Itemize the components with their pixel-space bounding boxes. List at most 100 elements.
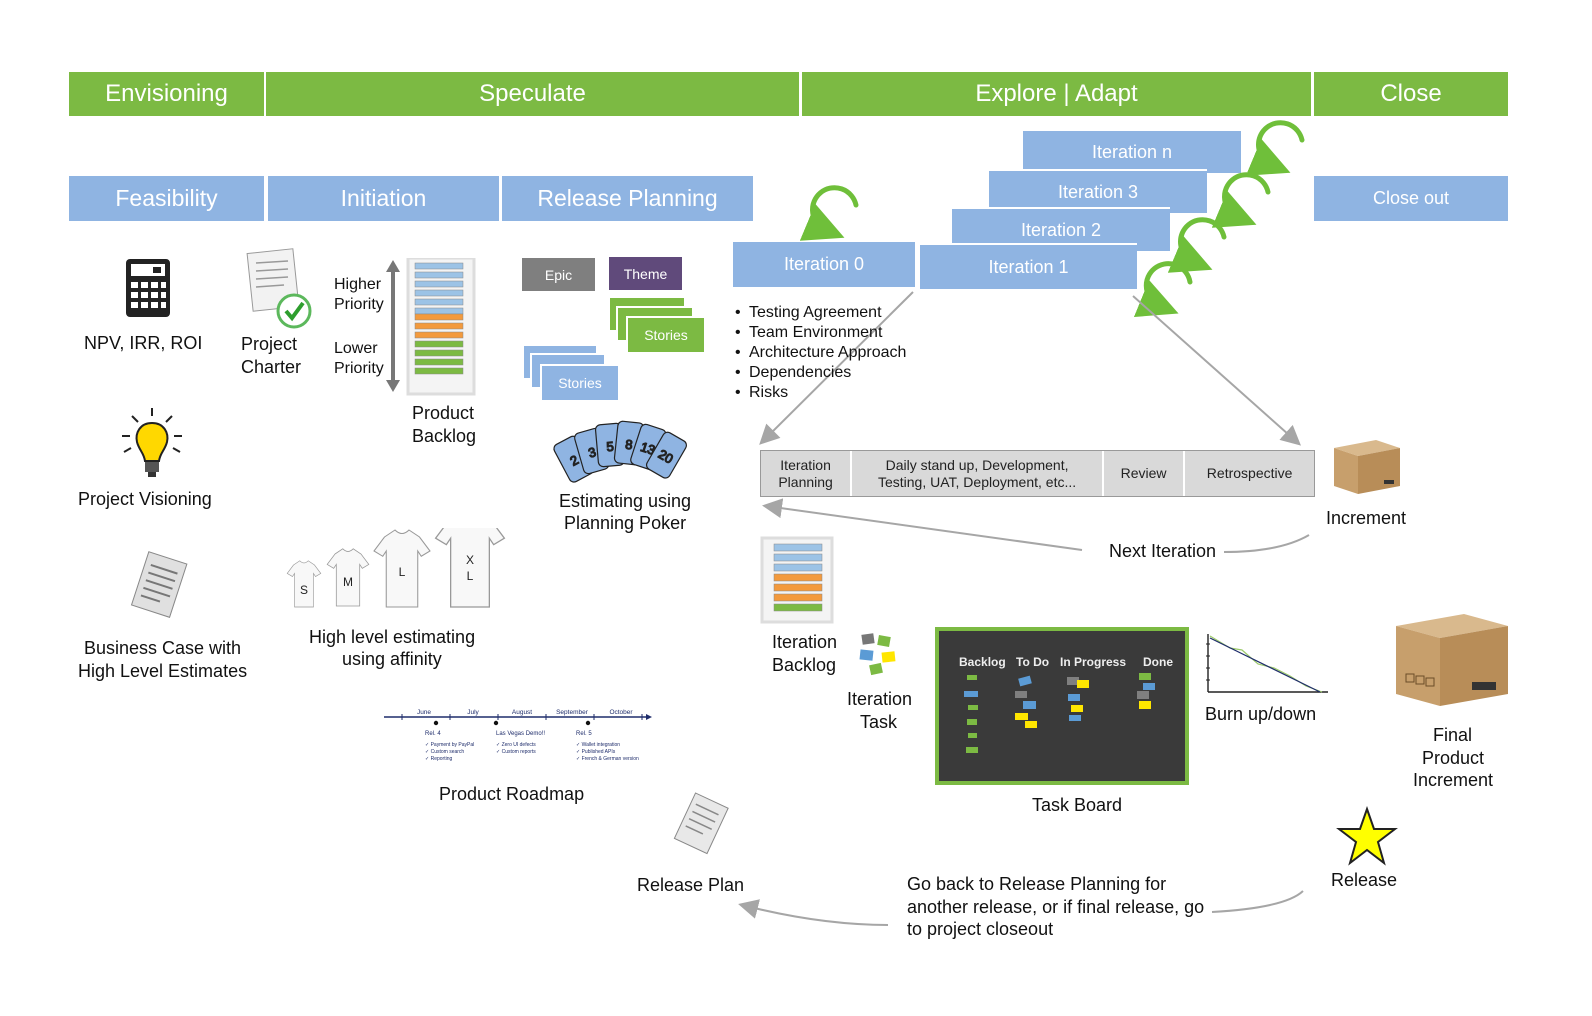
- bullet-item: Risks: [749, 383, 906, 403]
- charter-line1: Project: [241, 334, 298, 354]
- cycle-arrow-icon: [1245, 120, 1305, 176]
- theme-box: Theme: [609, 257, 682, 290]
- phase-explore-adapt: Explore | Adapt: [802, 72, 1311, 116]
- subphase-release-planning: Release Planning: [502, 176, 753, 221]
- lower-priority-line2: Priority: [334, 360, 384, 377]
- svg-text:August: August: [512, 709, 532, 716]
- subphase-initiation: Initiation: [268, 176, 499, 221]
- release-label: Release: [1331, 870, 1398, 890]
- star-icon: [1336, 806, 1398, 866]
- board-col-inprogress: In Progress: [1060, 655, 1127, 669]
- svg-text:✓ Payment by PayPal: ✓ Payment by PayPal: [425, 742, 474, 748]
- document-icon: [130, 551, 188, 618]
- cycle-daily-work: Daily stand up, Development,Testing, UAT…: [852, 451, 1104, 496]
- subphase-close-out: Close out: [1314, 176, 1508, 221]
- higher-priority-line2: Priority: [334, 296, 384, 313]
- phase-close: Close: [1314, 72, 1508, 116]
- svg-text:Rel. 4: Rel. 4: [425, 731, 441, 737]
- npv-label: NPV, IRR, ROI: [84, 333, 203, 353]
- bullet-item: Dependencies: [749, 363, 906, 383]
- cycle-retrospective: Retrospective: [1206, 465, 1293, 481]
- svg-text:September: September: [556, 709, 589, 716]
- phase-speculate: Speculate: [266, 72, 799, 116]
- svg-text:✓ Published APIs: ✓ Published APIs: [576, 749, 616, 755]
- svg-text:October: October: [609, 709, 633, 716]
- poker-card: 8: [625, 437, 634, 453]
- svg-text:✓ Reporting: ✓ Reporting: [425, 756, 452, 762]
- release-plan-document-icon: [673, 792, 729, 855]
- affinity-line1: High level estimating: [309, 627, 476, 647]
- svg-text:Rel. 5: Rel. 5: [576, 731, 592, 737]
- next-iteration-label: Next Iteration: [1109, 541, 1217, 561]
- product-backlog-graphic: [386, 258, 476, 396]
- svg-text:✓ Custom reports: ✓ Custom reports: [496, 749, 536, 755]
- go-back-line2: another release, or if final release, go: [907, 897, 1205, 917]
- task-board-label: Task Board: [1032, 795, 1123, 815]
- epic-box: Epic: [522, 258, 595, 291]
- burn-label: Burn up/down: [1205, 704, 1317, 724]
- sticky-notes-icon: [859, 633, 896, 676]
- project-visioning-label: Project Visioning: [78, 489, 212, 509]
- poker-card: 5: [606, 439, 615, 455]
- iteration0-bullets: Testing Agreement Team Environment Archi…: [735, 303, 906, 403]
- poker-line1: Estimating using: [559, 491, 692, 511]
- tshirt-size-s: S: [300, 583, 308, 597]
- iteration-1: Iteration 1: [918, 243, 1137, 289]
- business-case-line1: Business Case with: [84, 638, 242, 658]
- board-col-todo: To Do: [1016, 655, 1050, 669]
- tshirt-size-m: M: [343, 575, 353, 589]
- final-line3: Increment: [1413, 770, 1494, 790]
- stories-green-box: Stories: [626, 316, 706, 354]
- iteration-task-line1: Iteration: [847, 689, 913, 709]
- cycle-arrow-icon: [1211, 172, 1271, 228]
- product-backlog-line1: Product: [412, 403, 475, 423]
- release-plan-label: Release Plan: [637, 875, 745, 895]
- svg-text:July: July: [467, 709, 479, 716]
- tshirt-size-l: L: [399, 565, 406, 579]
- product-roadmap-label: Product Roadmap: [439, 784, 585, 804]
- phase-envisioning: Envisioning: [69, 72, 264, 116]
- charter-line2: Charter: [241, 357, 302, 377]
- tshirt-sizes-graphic: S M L X L: [286, 528, 506, 609]
- go-back-line1: Go back to Release Planning for: [907, 874, 1167, 894]
- checkmark-icon: [276, 293, 312, 329]
- cycle-arrow-icon: [1133, 261, 1193, 317]
- svg-text:✓ French & German version: ✓ French & German version: [576, 756, 639, 762]
- burn-chart-graphic: [1206, 634, 1328, 693]
- svg-text:Las Vegas Demo!!: Las Vegas Demo!!: [496, 731, 545, 737]
- cycle-arrow-icon: [799, 185, 859, 241]
- tshirt-size-xl-x: X: [466, 553, 474, 567]
- iteration-n: Iteration n: [1023, 131, 1241, 173]
- cycle-arrow-icon: [1167, 217, 1227, 273]
- final-line2: Product: [1422, 748, 1485, 768]
- iteration-task-line2: Task: [860, 712, 898, 732]
- iteration-backlog-graphic: [760, 536, 834, 624]
- final-line1: Final: [1433, 725, 1473, 745]
- tshirt-size-xl-l: L: [467, 569, 474, 583]
- iteration-3: Iteration 3: [987, 169, 1207, 213]
- board-col-done: Done: [1143, 655, 1173, 669]
- charter-icon: [246, 248, 312, 329]
- subphase-feasibility: Feasibility: [69, 176, 264, 221]
- go-back-line3: to project closeout: [907, 919, 1054, 939]
- cycle-review: Review: [1104, 451, 1186, 496]
- stories-blue-box: Stories: [540, 364, 620, 402]
- poker-line2: Planning Poker: [564, 513, 687, 533]
- roadmap-timeline: June July August September October Rel. …: [384, 709, 652, 762]
- iteration-0: Iteration 0: [733, 242, 915, 287]
- business-case-line2: High Level Estimates: [78, 661, 248, 681]
- iteration-backlog-line1: Iteration: [772, 632, 838, 652]
- board-sticky-notes: [964, 673, 1155, 753]
- product-backlog-line2: Backlog: [412, 426, 477, 446]
- higher-priority-line1: Higher: [334, 276, 382, 293]
- lower-priority-line1: Lower: [334, 340, 378, 357]
- board-col-backlog: Backlog: [959, 655, 1006, 669]
- box-icon: [1334, 440, 1400, 494]
- svg-text:✓ Wallet integration: ✓ Wallet integration: [576, 742, 620, 748]
- calculator-icon: [126, 259, 170, 317]
- svg-text:✓ Zero UI defects: ✓ Zero UI defects: [496, 742, 536, 748]
- affinity-line2: using affinity: [342, 649, 442, 669]
- svg-text:June: June: [417, 709, 431, 716]
- final-box-icon: [1396, 614, 1508, 706]
